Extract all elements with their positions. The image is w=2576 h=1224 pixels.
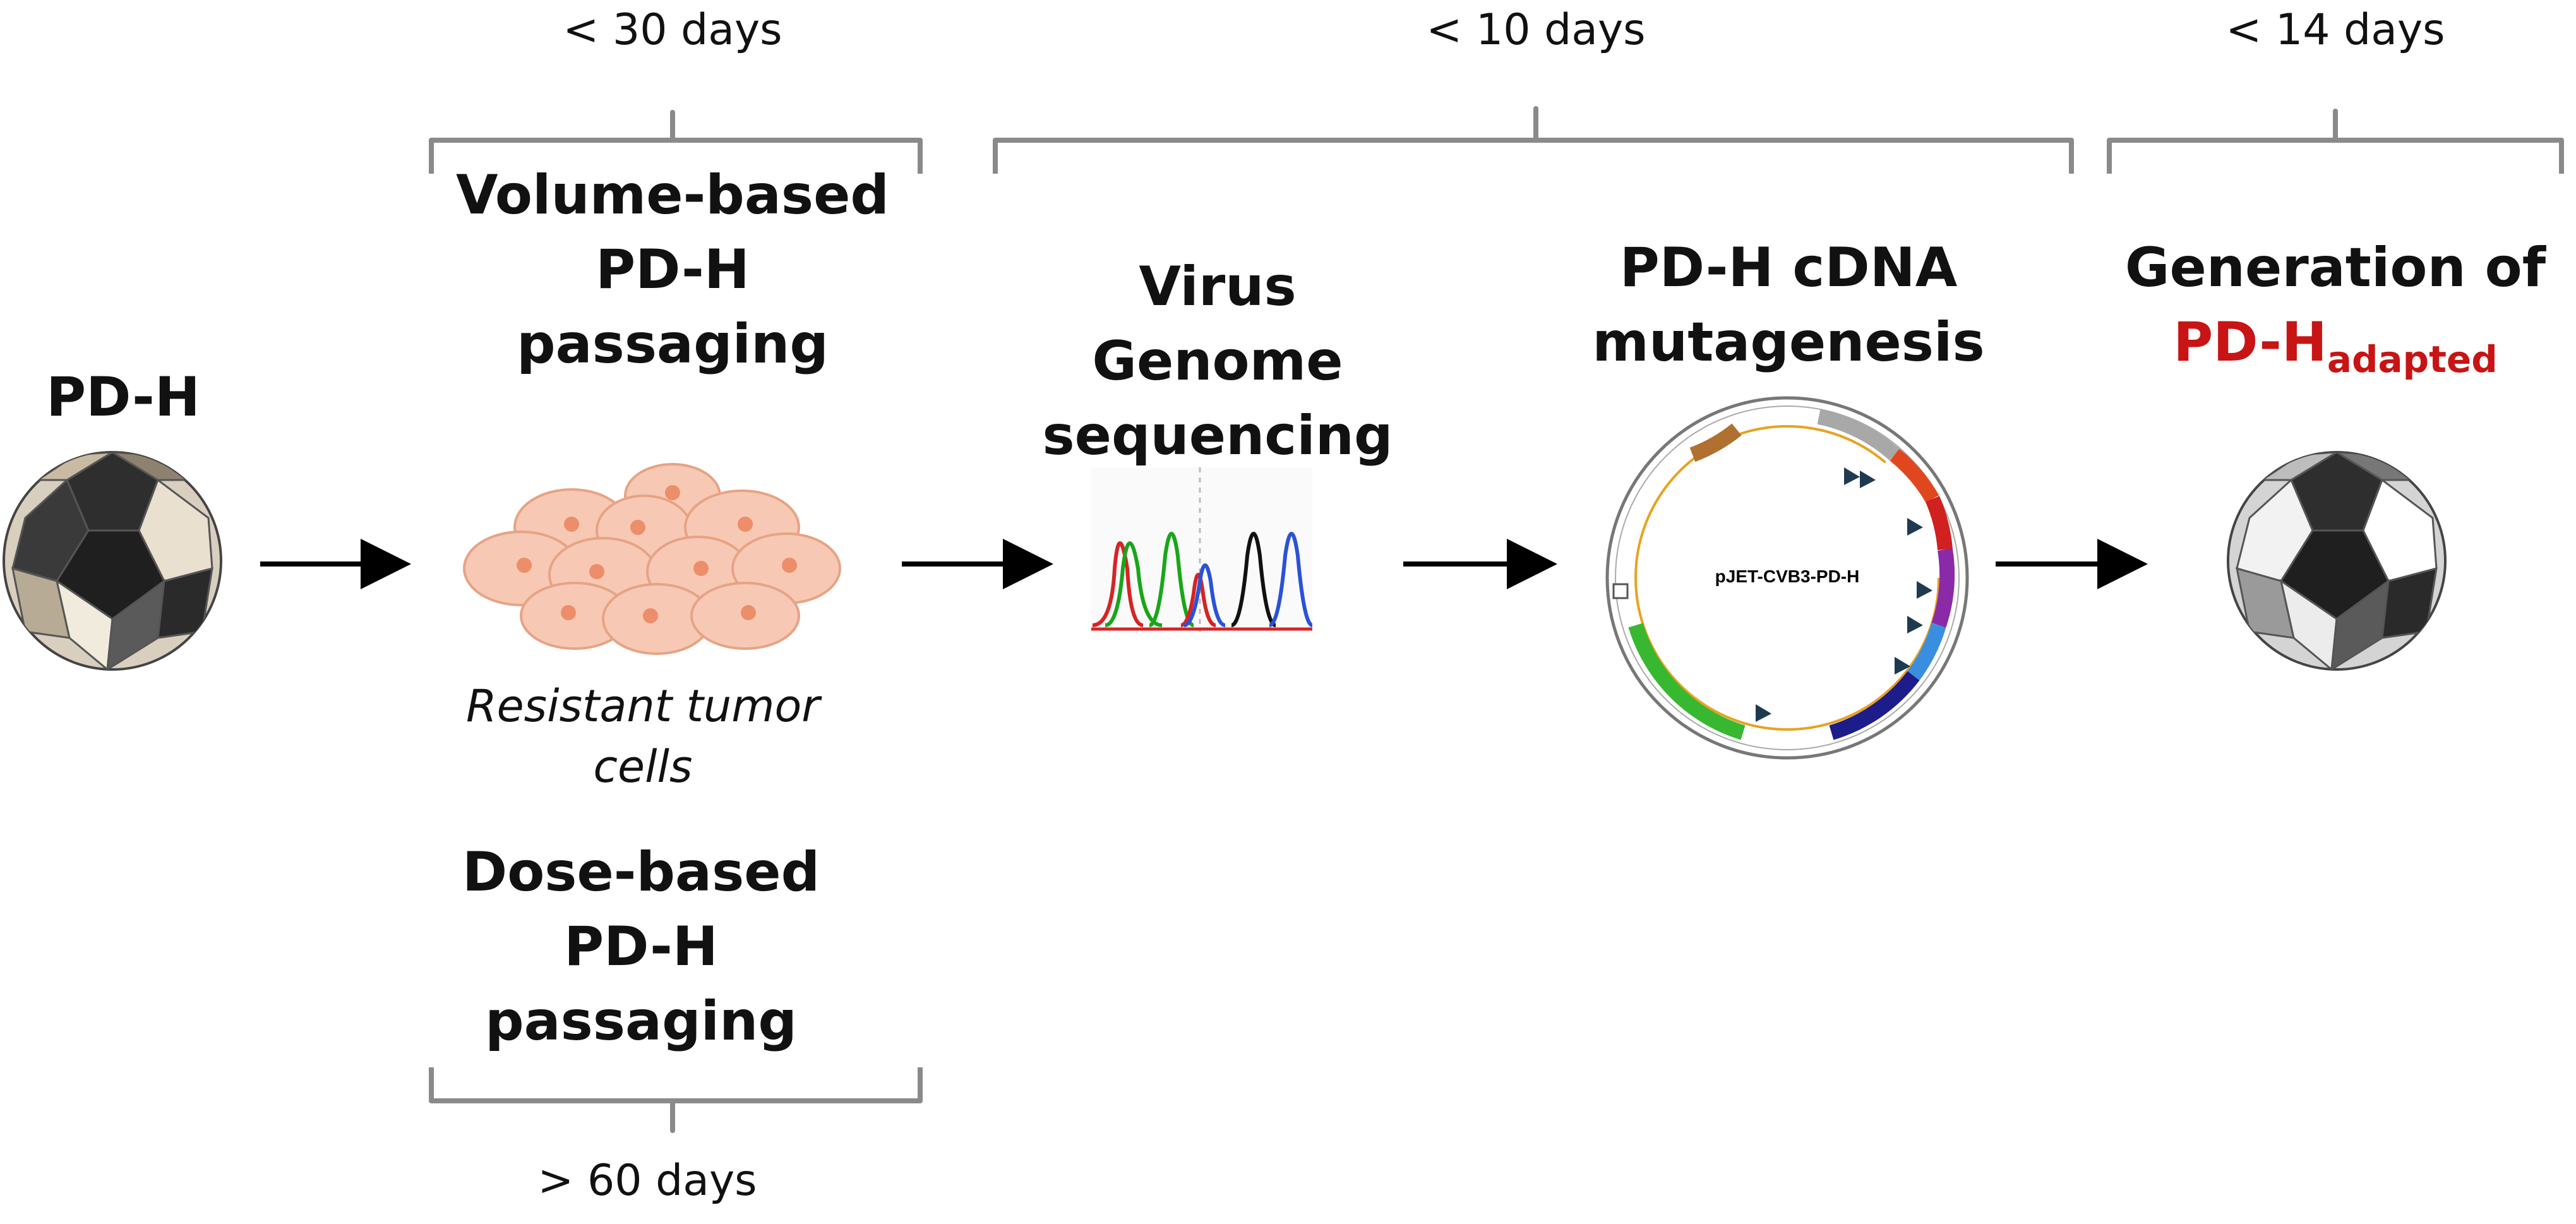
volume-passaging-line2: PD-H [596, 238, 750, 301]
bracket-top-sequencing [993, 106, 2074, 174]
sequencing-line3: sequencing [1042, 404, 1393, 467]
bracket-bottom-passaging [429, 1067, 923, 1133]
adapted-product-label: PD-Hadapted [2125, 305, 2546, 397]
mutagenesis-label: PD-H cDNA mutagenesis [1592, 231, 1984, 380]
sequencing-line2: Genome [1092, 330, 1343, 393]
bracket-top-passaging [429, 110, 923, 174]
mutagenesis-line1: PD-H cDNA [1619, 236, 1958, 299]
virus-pdh-adapted-icon [2227, 451, 2447, 671]
adapted-product-subscript: adapted [2327, 338, 2498, 381]
virus-pdh-icon [3, 451, 222, 671]
bracket-top-generation [2107, 109, 2564, 174]
dose-passaging-line3: passaging [485, 990, 797, 1053]
adapted-product-main: PD-H [2173, 311, 2327, 374]
cells-label: Resistant tumor cells [466, 676, 820, 797]
generation-label: Generation of PD-Hadapted [2125, 231, 2546, 397]
duration-passaging-top: < 30 days [563, 5, 782, 55]
chromatogram-illustration [1091, 467, 1314, 632]
plasmid-map-illustration: pJET-CVB3-PD-H [1605, 396, 1969, 760]
sequencing-label: Virus Genome sequencing [1042, 249, 1393, 473]
volume-passaging-label: Volume-based PD-H passaging [456, 158, 889, 381]
start-label: PD-H [46, 366, 200, 429]
sequencing-line1: Virus [1139, 255, 1297, 318]
cells-label-line2: cells [593, 741, 693, 793]
duration-sequencing-mutagenesis: < 10 days [1426, 5, 1646, 55]
dose-passaging-line1: Dose-based [462, 841, 820, 904]
volume-passaging-line3: passaging [517, 313, 829, 376]
volume-passaging-line1: Volume-based [456, 164, 889, 227]
tumor-cells-illustration [463, 463, 841, 655]
duration-passaging-bottom: > 60 days [537, 1156, 757, 1206]
cells-label-line1: Resistant tumor [465, 680, 820, 732]
generation-line1: Generation of [2124, 236, 2546, 299]
plasmid-name-label: pJET-CVB3-PD-H [1715, 567, 1860, 586]
duration-generation: < 14 days [2226, 5, 2445, 55]
mutagenesis-line2: mutagenesis [1592, 311, 1985, 374]
dose-passaging-line2: PD-H [564, 915, 718, 978]
dose-passaging-label: Dose-based PD-H passaging [462, 835, 820, 1059]
